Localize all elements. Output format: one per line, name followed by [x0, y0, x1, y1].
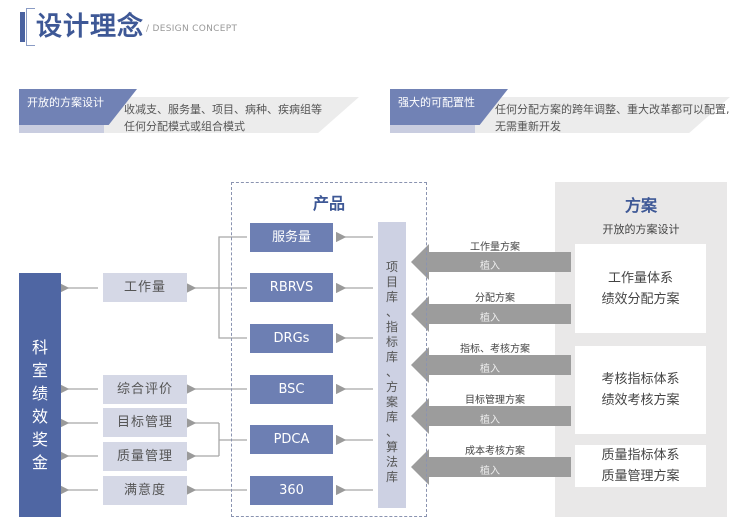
- product-box-rbrvs[interactable]: RBRVS: [250, 273, 333, 302]
- library-label-char: 、: [385, 365, 398, 379]
- bonus-label-char: 绩: [31, 384, 48, 403]
- library-label-char: 库: [385, 290, 398, 304]
- left-box-comprehensive-eval[interactable]: 综合评价: [103, 375, 187, 404]
- implant-label: 植入: [480, 313, 500, 324]
- department-bonus-box: [19, 273, 61, 517]
- left-box-target-management[interactable]: 目标管理: [103, 408, 187, 437]
- library-label-char: 、: [385, 305, 398, 319]
- library-label-char: 项: [385, 260, 398, 274]
- library-label-char: 、: [385, 425, 398, 439]
- department-bonus-label: 科室绩效奖金: [19, 336, 61, 474]
- left-box-quality-management[interactable]: 质量管理: [103, 442, 187, 471]
- banner-open-design-text: 收减支、服务量、项目、病种、疾病组等 任何分配模式或组合模式: [124, 101, 322, 135]
- library-label-char: 库: [385, 350, 398, 364]
- banner-text-line: 任何分配方案的跨年调整、重大改革都可以配置,: [495, 103, 730, 116]
- bonus-label-char: 效: [31, 407, 48, 426]
- big-arrow: [411, 398, 571, 434]
- plan-card-quality[interactable]: 质量指标体系 质量管理方案: [575, 445, 706, 487]
- banner-configurable-text: 任何分配方案的跨年调整、重大改革都可以配置, 无需重新开发: [495, 101, 730, 135]
- arrow-label-indicator-plan: 指标、考核方案: [460, 344, 530, 355]
- bonus-label-char: 奖: [31, 430, 48, 449]
- big-arrow: [411, 347, 571, 383]
- arrow-label-target-plan: 目标管理方案: [465, 395, 525, 406]
- banner-tag-shadow: [390, 125, 475, 133]
- bonus-label-char: 科: [31, 338, 48, 357]
- implant-label: 植入: [480, 415, 500, 426]
- plan-card-assessment[interactable]: 考核指标体系 绩效考核方案: [575, 346, 706, 434]
- page-title: 设计理念: [36, 12, 145, 42]
- plan-card-line: 质量管理方案: [601, 469, 680, 484]
- library-label-char: 方: [385, 380, 398, 394]
- title-accent-bar: [20, 12, 25, 42]
- implant-label: 植入: [480, 261, 500, 272]
- plan-card-line: 工作量体系: [607, 270, 673, 286]
- product-title: 产品: [312, 194, 345, 213]
- product-box-service-volume[interactable]: 服务量: [250, 223, 333, 252]
- big-arrow: [411, 244, 571, 280]
- big-arrow: [411, 449, 571, 485]
- library-label-char: 标: [385, 335, 398, 349]
- arrow-label-distribution-plan: 分配方案: [475, 293, 515, 304]
- banner-text-line: 无需重新开发: [495, 120, 561, 133]
- big-arrow: [411, 296, 571, 332]
- library-label: 项目库、指标库、方案库、算法库: [378, 260, 406, 485]
- plan-card-line: 质量指标体系: [601, 448, 680, 463]
- left-box-satisfaction[interactable]: 满意度: [103, 476, 187, 505]
- product-box-drgs[interactable]: DRGs: [250, 324, 333, 353]
- left-box-workload[interactable]: 工作量: [103, 273, 187, 302]
- product-frame: [231, 182, 427, 517]
- library-label-char: 案: [385, 395, 398, 409]
- library-label-char: 库: [385, 410, 398, 424]
- product-box-360[interactable]: 360: [250, 476, 333, 505]
- implant-label: 植入: [480, 364, 500, 375]
- page-subtitle: / DESIGN CONCEPT: [146, 24, 238, 34]
- plan-card-line: 绩效考核方案: [601, 393, 680, 408]
- plan-title: 方案: [624, 196, 657, 215]
- banner-tag-shadow: [19, 125, 104, 133]
- title-bracket-decoration: [26, 8, 35, 46]
- product-box-pdca[interactable]: PDCA: [250, 425, 333, 454]
- library-label-char: 目: [385, 275, 398, 289]
- arrow-label-workload-plan: 工作量方案: [470, 242, 520, 253]
- implant-label: 植入: [480, 466, 500, 477]
- library-label-char: 法: [385, 455, 398, 469]
- plan-subtitle: 开放的方案设计: [602, 223, 680, 236]
- banner-text-line: 收减支、服务量、项目、病种、疾病组等: [124, 103, 322, 116]
- library-label-char: 库: [385, 470, 398, 484]
- plan-card-line: 绩效分配方案: [601, 291, 680, 307]
- product-box-bsc[interactable]: BSC: [250, 375, 333, 404]
- library-label-char: 指: [385, 320, 398, 334]
- banner-open-design-tag: 开放的方案设计: [19, 89, 137, 125]
- library-label-char: 算: [385, 440, 398, 454]
- banner-text-line: 任何分配模式或组合模式: [124, 120, 245, 133]
- bonus-label-char: 金: [31, 453, 48, 472]
- plan-card-workload[interactable]: 工作量体系 绩效分配方案: [575, 244, 706, 333]
- arrow-label-cost-plan: 成本考核方案: [465, 446, 525, 457]
- library-bar: [378, 222, 406, 508]
- bonus-label-char: 室: [31, 361, 48, 380]
- plan-card-line: 考核指标体系: [601, 372, 680, 387]
